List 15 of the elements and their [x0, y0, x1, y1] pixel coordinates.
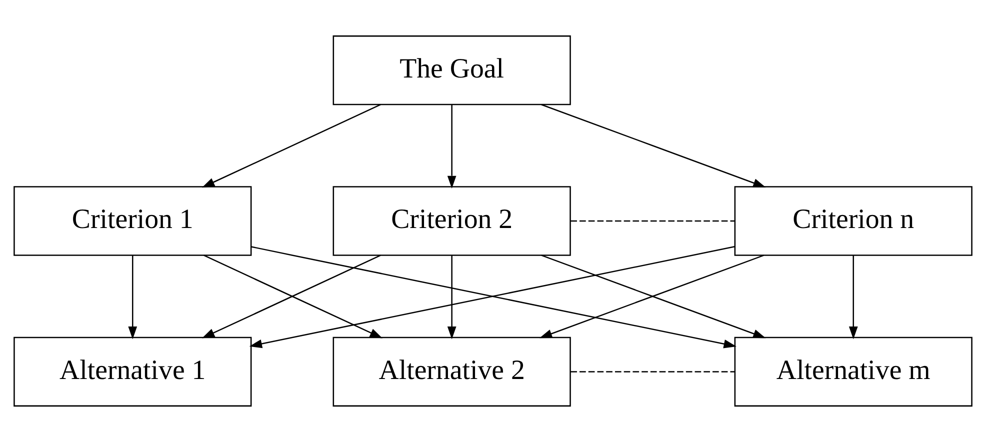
arrow	[202, 104, 381, 188]
arrow	[447, 255, 456, 339]
node-box: Criterion 1	[14, 186, 252, 256]
node-box: The Goal	[332, 34, 571, 105]
arrow	[541, 104, 766, 187]
node-box: Criterion 2	[332, 186, 571, 256]
arrow	[447, 104, 456, 188]
node-box: Criterion n	[734, 186, 972, 256]
node-box: Alternative 1	[14, 336, 252, 406]
arrow	[128, 255, 138, 339]
node-box: Alternative m	[734, 336, 972, 406]
connector	[570, 220, 735, 222]
node-box: Alternative 2	[332, 336, 571, 406]
arrow	[848, 255, 858, 339]
connector	[570, 370, 735, 372]
